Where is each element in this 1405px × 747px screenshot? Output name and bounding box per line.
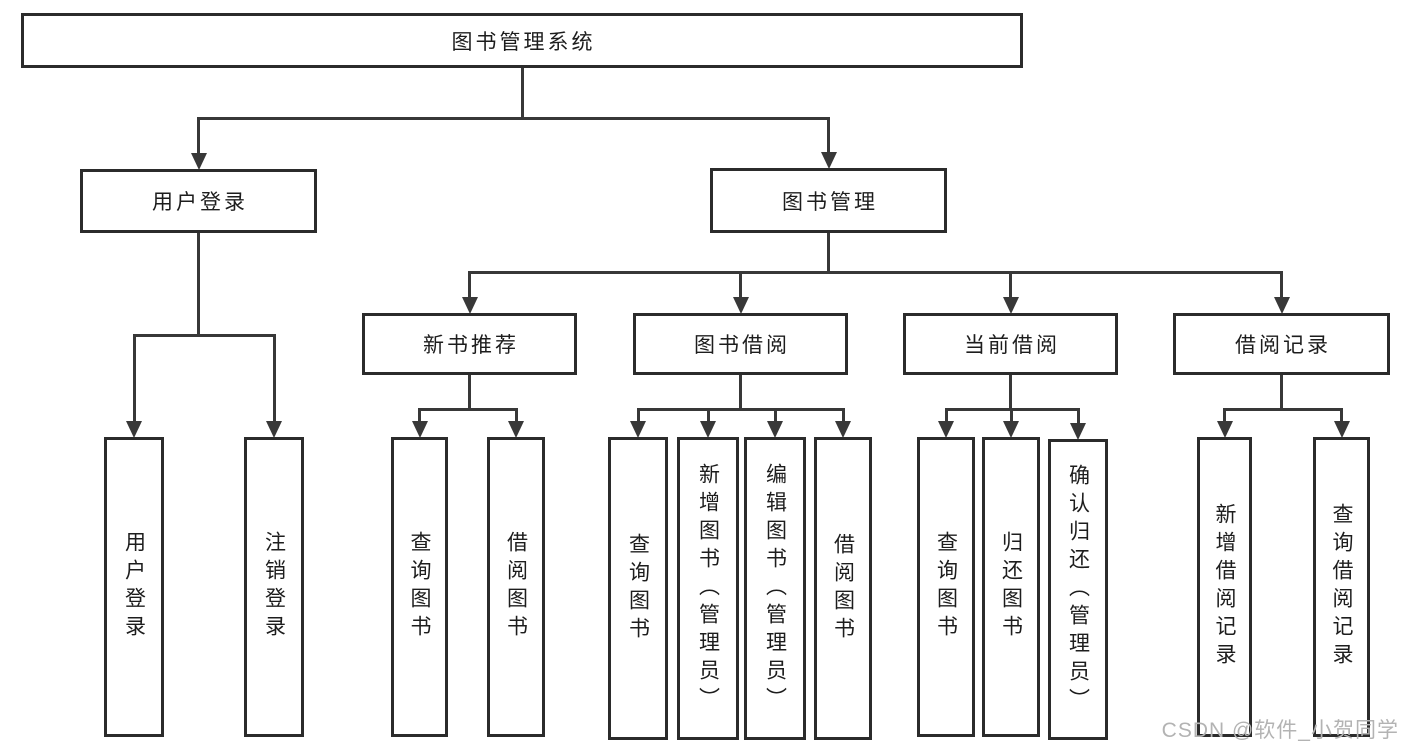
arrow-down-icon xyxy=(630,421,646,438)
arrow-down-icon xyxy=(1070,423,1086,440)
connector-segment xyxy=(468,375,471,411)
node-label: 用户登录 xyxy=(122,531,146,643)
node-label: 编辑图书（管理员） xyxy=(763,462,787,715)
node-leaf-add-record: 新增借阅记录 xyxy=(1197,437,1252,737)
node-leaf-query-book-c: 查询图书 xyxy=(917,437,975,737)
arrow-down-icon xyxy=(126,421,142,438)
arrow-down-icon xyxy=(732,297,749,314)
node-leaf-borrow-book-b: 借阅图书 xyxy=(814,437,872,740)
node-leaf-confirm-return: 确认归还（管理员） xyxy=(1048,439,1108,740)
connector-segment xyxy=(1076,408,1080,426)
node-new-book-rec: 新书推荐 xyxy=(362,313,577,375)
connector-segment xyxy=(827,117,830,155)
connector-segment xyxy=(636,408,845,411)
connector-segment xyxy=(1280,271,1283,300)
node-label: 图书管理系统 xyxy=(451,30,596,54)
watermark: CSDN @软件_小贺同学 xyxy=(1161,719,1399,742)
connector-segment xyxy=(468,271,471,300)
node-leaf-edit-book: 编辑图书（管理员） xyxy=(744,437,806,740)
connector-segment xyxy=(739,271,742,300)
node-book-borrow: 图书借阅 xyxy=(633,313,848,375)
node-label: 用户登录 xyxy=(152,191,248,214)
connector-segment xyxy=(944,408,948,424)
node-leaf-return-book: 归还图书 xyxy=(982,437,1040,737)
arrow-down-icon xyxy=(938,421,954,438)
connector-segment xyxy=(841,408,845,424)
node-label: 归还图书 xyxy=(999,531,1023,643)
node-root: 图书管理系统 xyxy=(21,13,1023,68)
connector-segment xyxy=(132,334,276,337)
node-book-mgmt: 图书管理 xyxy=(710,168,947,233)
node-label: 新增图书（管理员） xyxy=(696,462,720,715)
connector-segment xyxy=(1009,271,1012,300)
connector-segment xyxy=(1280,375,1283,411)
node-label: 当前借阅 xyxy=(964,334,1060,357)
connector-segment xyxy=(514,408,518,424)
connector-segment xyxy=(197,117,200,156)
connector-segment xyxy=(706,408,710,424)
node-label: 新增借阅记录 xyxy=(1213,503,1237,671)
node-leaf-logout: 注销登录 xyxy=(244,437,304,737)
node-borrow-records: 借阅记录 xyxy=(1173,313,1390,375)
node-label: 注销登录 xyxy=(262,531,286,643)
arrow-down-icon xyxy=(411,421,428,438)
connector-segment xyxy=(272,334,276,424)
arrow-down-icon xyxy=(700,421,716,438)
connector-segment xyxy=(636,408,640,424)
connector-segment xyxy=(1340,408,1343,424)
node-leaf-user-login: 用户登录 xyxy=(104,437,164,737)
node-leaf-query-record: 查询借阅记录 xyxy=(1313,437,1370,737)
arrow-down-icon xyxy=(1333,421,1350,438)
connector-segment xyxy=(197,233,200,337)
node-label: 图书管理 xyxy=(782,190,878,214)
connector-segment xyxy=(827,233,830,274)
arrow-down-icon xyxy=(820,152,837,169)
connector-segment xyxy=(418,408,421,424)
arrow-down-icon xyxy=(190,153,207,170)
node-label: 新书推荐 xyxy=(423,334,519,357)
connector-segment xyxy=(418,408,518,411)
node-label: 借阅记录 xyxy=(1235,334,1331,357)
node-label: 查询图书 xyxy=(626,532,650,645)
node-label: 确认归还（管理员） xyxy=(1066,463,1090,716)
arrow-down-icon xyxy=(1273,297,1290,314)
node-leaf-query-book-a: 查询图书 xyxy=(391,437,448,737)
node-leaf-add-book: 新增图书（管理员） xyxy=(677,437,739,740)
node-label: 查询图书 xyxy=(934,531,958,643)
node-label: 查询图书 xyxy=(408,531,432,643)
arrow-down-icon xyxy=(1216,421,1233,438)
arrow-down-icon xyxy=(266,421,282,438)
connector-segment xyxy=(739,375,742,411)
node-label: 图书借阅 xyxy=(694,334,790,357)
node-label: 查询借阅记录 xyxy=(1330,503,1354,671)
node-label: 借阅图书 xyxy=(831,532,855,645)
arrow-down-icon xyxy=(1002,297,1019,314)
arrow-down-icon xyxy=(508,421,524,438)
connector-segment xyxy=(1009,375,1012,411)
arrow-down-icon xyxy=(1003,421,1019,438)
connector-segment xyxy=(520,68,524,120)
connector-segment xyxy=(773,408,777,424)
node-user-login: 用户登录 xyxy=(80,169,317,233)
connector-segment xyxy=(1223,408,1343,411)
connector-segment xyxy=(468,271,1283,274)
connector-segment xyxy=(1009,408,1013,424)
arrow-down-icon xyxy=(461,297,478,314)
connector-segment xyxy=(132,334,136,424)
connector-segment xyxy=(1223,408,1226,424)
node-current-borrow: 当前借阅 xyxy=(903,313,1118,375)
node-leaf-borrow-book-a: 借阅图书 xyxy=(487,437,545,737)
arrow-down-icon xyxy=(835,421,851,438)
connector-segment xyxy=(197,117,830,120)
node-label: 借阅图书 xyxy=(504,531,528,643)
node-leaf-query-book-b: 查询图书 xyxy=(608,437,668,740)
arrow-down-icon xyxy=(767,421,783,438)
